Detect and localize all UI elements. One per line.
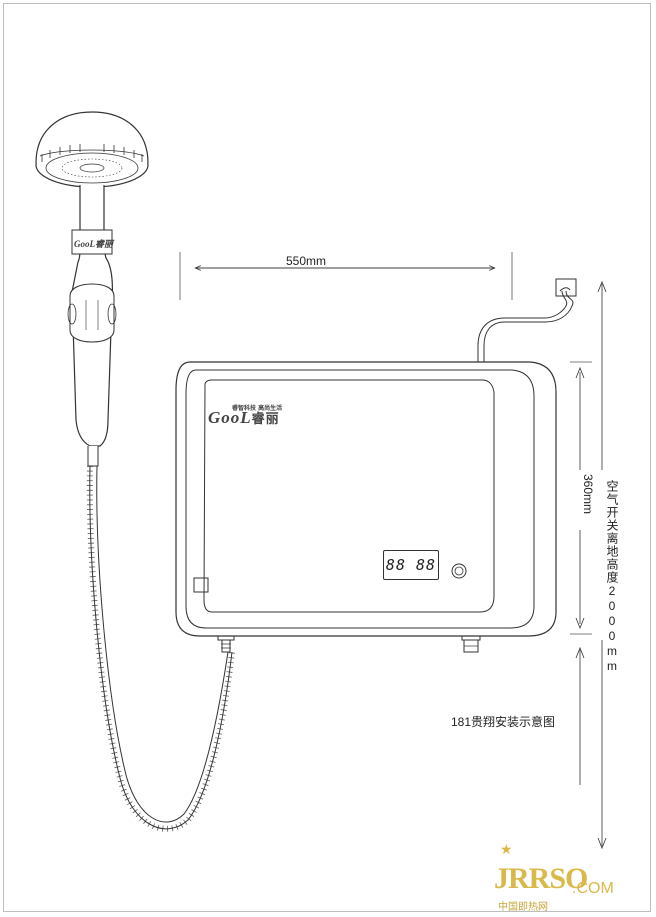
outlet-fittings xyxy=(217,635,481,653)
height-label: 360mm xyxy=(581,474,595,515)
watermark-domain: .COM xyxy=(572,880,614,897)
heater-slogan: 睿智科技 高尚生活 xyxy=(232,405,283,412)
temperature-display: 88 88 xyxy=(383,550,439,580)
brand-latin: GooL xyxy=(208,408,252,427)
watermark-logo: JRRSO xyxy=(494,862,588,895)
shower-hose xyxy=(86,465,235,832)
diagram-frame xyxy=(3,3,651,912)
shower-head xyxy=(35,111,149,188)
width-dimension xyxy=(179,252,513,300)
inlet-pipe xyxy=(477,278,577,362)
watermark-site-name: 中国即热网 xyxy=(498,902,548,913)
heater-body xyxy=(175,361,557,637)
heater-brand-logo: GooL睿丽 xyxy=(208,408,280,428)
watermark-star-icon: ★ xyxy=(500,842,513,858)
brand-chinese: 睿丽 xyxy=(251,412,280,427)
width-label: 550mm xyxy=(286,254,326,268)
switch-height-dimension xyxy=(575,280,607,850)
handle-logo: GooL睿丽 xyxy=(74,239,113,249)
height-dimension xyxy=(570,361,592,635)
switch-height-label: 空气开关离地高度2000mm xyxy=(605,480,619,674)
diagram-caption: 181贵翔安装示意图 xyxy=(451,715,556,729)
shower-handle xyxy=(67,185,117,467)
